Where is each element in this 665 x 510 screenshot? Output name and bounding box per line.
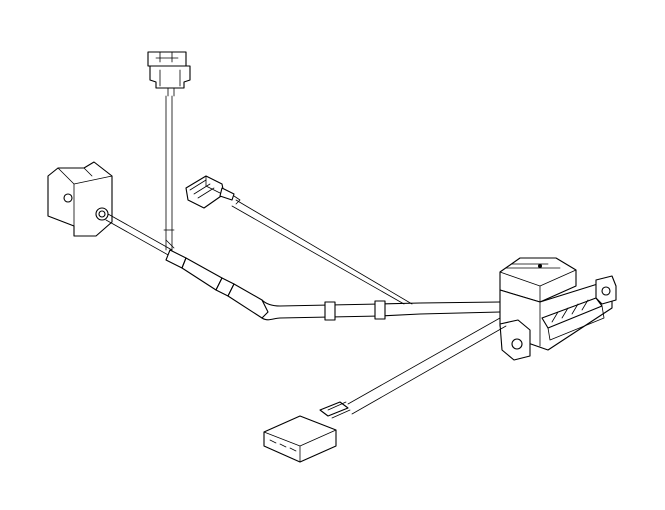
bottom-lead-wire [327,317,507,419]
left-sensor-housing [47,161,113,237]
top-lead-wire [163,95,175,251]
main-multi-pin-connector [499,257,617,361]
middle-lead-wire [231,199,413,305]
bottom-flat-connector [263,401,349,463]
middle-small-connector [185,175,241,209]
top-connector-plug [147,51,191,97]
main-harness-trunk [165,249,501,321]
sensor-lead-wire [105,213,173,257]
